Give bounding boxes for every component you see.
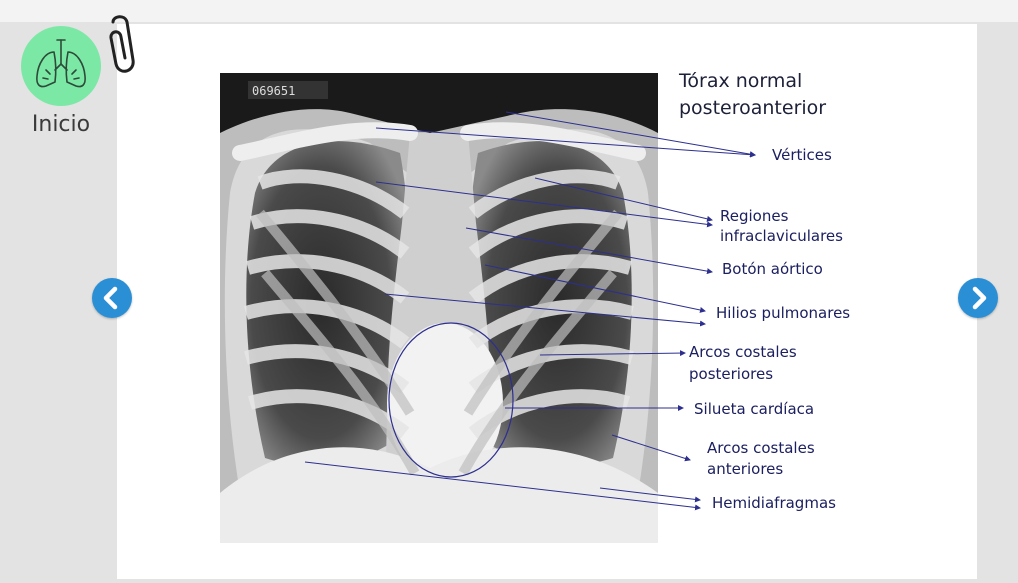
label-pulmonary-hila: Hilios pulmonares xyxy=(716,303,850,323)
label-aortic-knob: Botón aórtico xyxy=(722,259,823,279)
label-vertices: Vértices xyxy=(772,145,832,165)
chest-xray-image: 069651 xyxy=(220,73,658,543)
lungs-icon xyxy=(21,26,101,106)
film-number: 069651 xyxy=(252,84,295,98)
label-anterior-ribs-line2: anteriores xyxy=(707,459,783,479)
slide-title-line2: posteroanterior xyxy=(679,95,879,122)
chevron-left-icon xyxy=(92,278,132,318)
window-top-bar xyxy=(0,0,1018,22)
previous-slide-button[interactable] xyxy=(92,278,132,318)
label-infraclav-line2: infraclaviculares xyxy=(720,226,843,246)
slide-title-line1: Tórax normal xyxy=(679,68,879,95)
label-posterior-ribs-line1: Arcos costales xyxy=(689,342,797,362)
paperclip-icon[interactable] xyxy=(105,14,139,76)
next-slide-button[interactable] xyxy=(958,278,998,318)
label-infraclav-line1: Regiones xyxy=(720,206,788,226)
label-anterior-ribs-line1: Arcos costales xyxy=(707,438,815,458)
label-cardiac-silhouette: Silueta cardíaca xyxy=(694,399,814,419)
home-button[interactable]: Inicio xyxy=(18,26,104,146)
slide-title: Tórax normal posteroanterior xyxy=(679,68,879,122)
home-icon-circle[interactable] xyxy=(21,26,101,106)
label-posterior-ribs-line2: posteriores xyxy=(689,364,773,384)
home-label[interactable]: Inicio xyxy=(18,112,104,137)
chevron-right-icon xyxy=(958,278,998,318)
label-hemidiaphragms: Hemidiafragmas xyxy=(712,493,836,513)
